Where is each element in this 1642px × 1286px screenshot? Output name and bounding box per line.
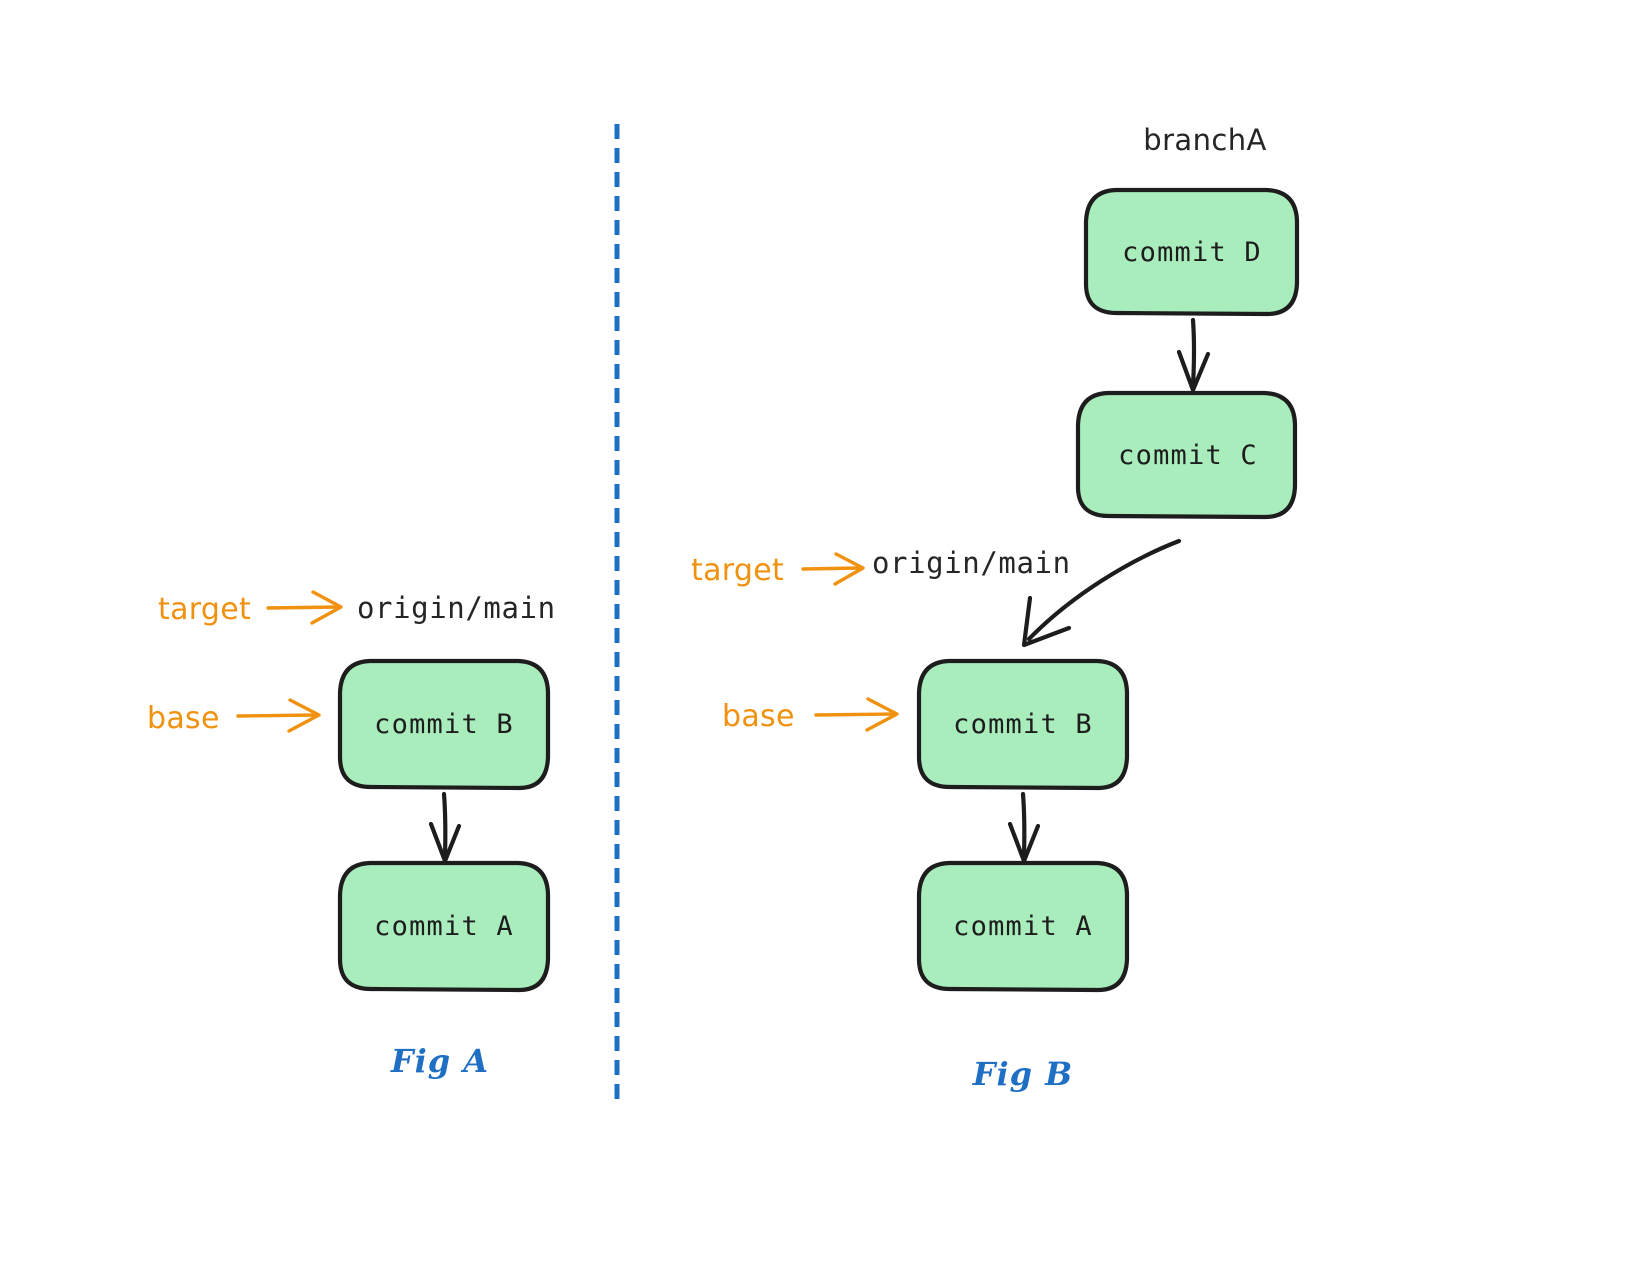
commit-box-label: commit C (1118, 440, 1258, 471)
fig-b-edge-d-to-c (1176, 317, 1211, 393)
commit-box-shape (337, 860, 551, 993)
base-arrow-icon (236, 713, 318, 718)
fig-b-commit-c-node[interactable]: commit C (1075, 390, 1298, 520)
edge-line (1190, 317, 1197, 389)
edge-line (1020, 791, 1027, 859)
fig-a-edge-b-to-a (428, 791, 462, 864)
commit-box-label: commit B (374, 709, 514, 740)
edge-line (441, 791, 448, 859)
fig-b-commit-d-node[interactable]: commit D (1083, 187, 1300, 317)
base-pointer-label: base (722, 699, 795, 734)
commit-box-shape (1083, 187, 1300, 317)
commit-box-shape (337, 658, 551, 791)
commit-box-label: commit A (953, 911, 1093, 942)
origin-main-ref-label-fig-a: origin/main (357, 591, 556, 625)
branch-a-ref-label: branchA (1143, 123, 1266, 157)
commit-box-shape (1075, 390, 1298, 520)
fig-b-commit-a-node[interactable]: commit A (916, 860, 1130, 993)
base-arrowhead-icon (865, 697, 899, 732)
fig-a-commit-a-node[interactable]: commit A (337, 860, 551, 993)
base-pointer-fig-a: base (147, 698, 321, 736)
base-arrow-icon (814, 712, 896, 717)
figure-a: target origin/main base commit B (147, 590, 556, 1080)
target-arrow-icon (266, 605, 340, 610)
fig-b-edge-b-to-a (1007, 791, 1041, 864)
figure-b: branchA commit D commit C (691, 123, 1300, 1093)
target-pointer-label: target (158, 592, 251, 627)
target-pointer-fig-b: target (691, 552, 865, 588)
target-arrow-icon (801, 566, 862, 571)
fig-b-edge-c-to-b (1021, 538, 1182, 648)
commit-box-shape (916, 860, 1130, 993)
edge-curve (1026, 538, 1182, 642)
origin-main-ref-label-fig-b: origin/main (872, 546, 1071, 580)
target-pointer-fig-a: target (158, 590, 343, 627)
fig-b-commit-b-node[interactable]: commit B (916, 658, 1130, 791)
target-pointer-label: target (691, 553, 784, 588)
fig-b-caption: Fig B (972, 1055, 1073, 1093)
commit-box-label: commit A (374, 911, 514, 942)
fig-a-caption: Fig A (390, 1042, 489, 1080)
base-pointer-fig-b: base (722, 697, 899, 734)
edge-arrowhead-icon (1176, 349, 1211, 393)
target-arrowhead-icon (310, 590, 343, 625)
base-arrowhead-icon (287, 698, 321, 733)
fig-a-commit-b-node[interactable]: commit B (337, 658, 551, 791)
target-arrowhead-icon (833, 552, 865, 586)
edge-arrowhead-icon (1021, 595, 1072, 648)
commit-box-label: commit B (953, 709, 1093, 740)
commit-box-shape (916, 658, 1130, 791)
commit-box-label: commit D (1122, 237, 1262, 268)
base-pointer-label: base (147, 701, 220, 736)
